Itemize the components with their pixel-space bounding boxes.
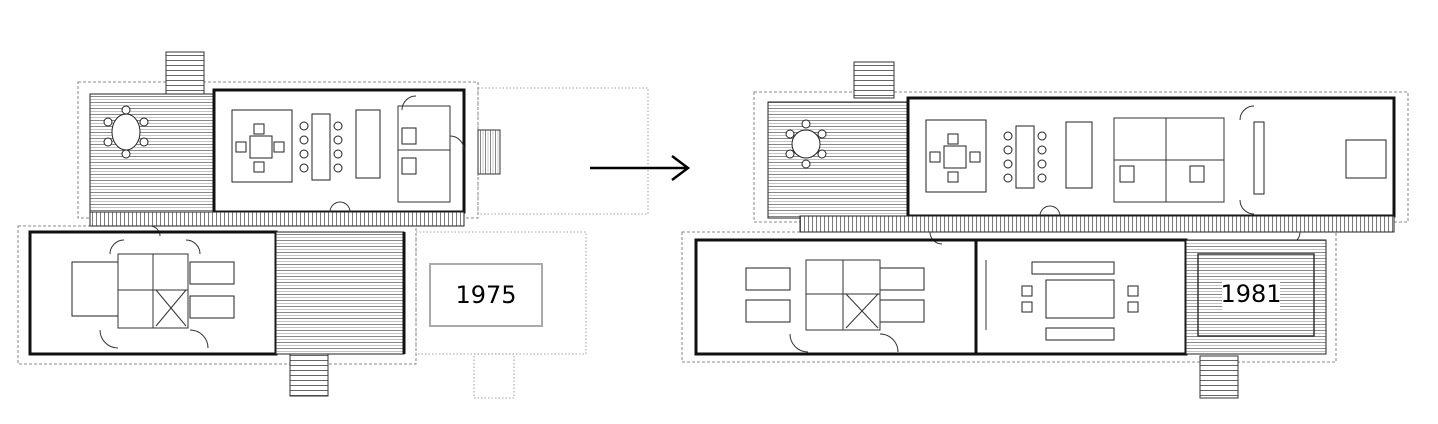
family-table [1045,279,1115,319]
master-bed-1981 [1345,139,1387,179]
bedroom-block-1981 [694,238,978,356]
dining-table [311,113,331,181]
sofa-south [1045,327,1115,341]
stair-north [165,51,205,95]
stair-east [477,129,501,175]
sofa-north [1031,261,1115,275]
coffee-table [249,135,273,159]
corridor-1975 [89,211,465,227]
roof-outline-lower [17,225,417,365]
stair-north-1981 [853,61,895,99]
corridor-1981 [799,215,1395,233]
stair-south [289,353,329,397]
year-label-1981: 1981 [1220,280,1281,308]
future-extension-lower [415,231,587,355]
stair-south-1981 [1199,355,1239,399]
kitchen-island [355,109,381,179]
deck-south-1975 [275,231,405,355]
deck-dining-1975 [89,93,215,213]
year-label-1975: 1975 [455,281,516,309]
service-core [397,105,451,203]
deck-dining-1981 [767,101,909,219]
dining-table-1981 [1015,125,1035,189]
pool-1975 [429,263,543,327]
future-stair [473,353,515,399]
plan-1981: 1981 [681,61,1409,399]
outdoor-dining-table [103,105,149,159]
bed-west [71,261,119,317]
bed-east-1 [189,261,235,285]
outdoor-dining-table-1981 [785,119,827,169]
bed-east-2 [189,295,235,319]
dining-chairs [299,121,343,173]
future-extension-upper [477,87,649,215]
plan-1975: 1975 [17,51,649,399]
kitchen-island-1981 [1065,121,1093,189]
transition-arrow [590,155,691,181]
